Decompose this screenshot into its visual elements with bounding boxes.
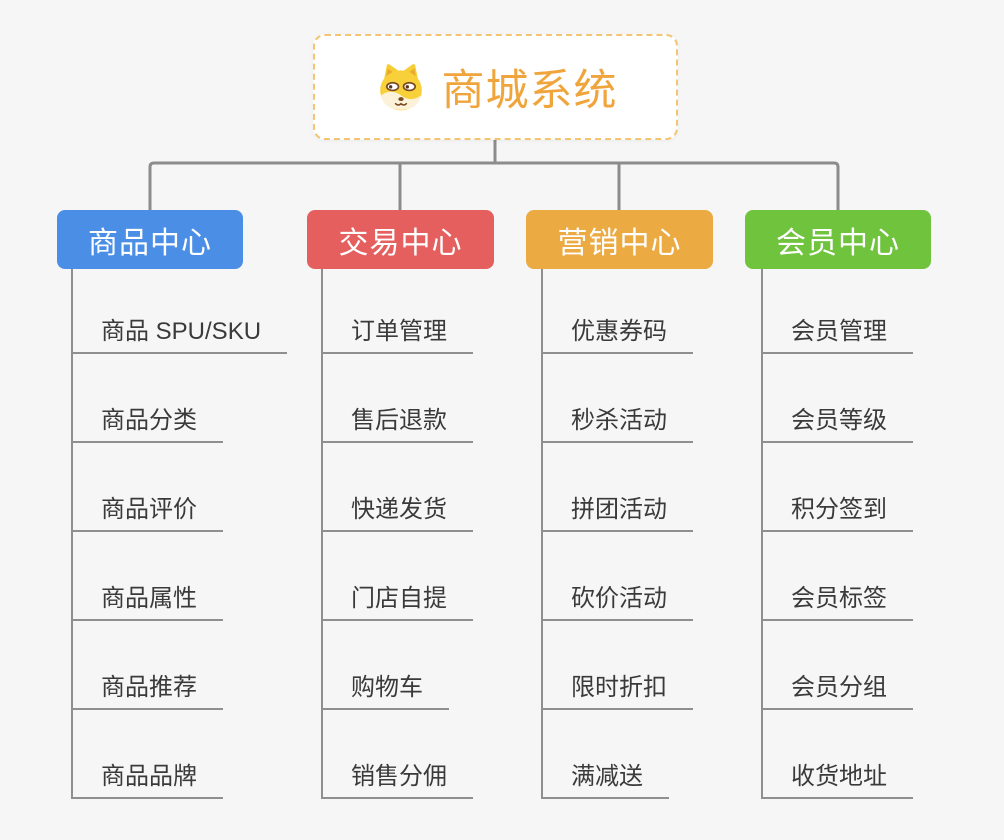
node-item[interactable]: 秒杀活动 [543, 407, 693, 443]
branch-member-children: 会员管理 会员等级 积分签到 会员标签 会员分组 收货地址 [761, 269, 913, 799]
node-item[interactable]: 商品 SPU/SKU [73, 318, 288, 354]
node-item[interactable]: 限时折扣 [543, 674, 693, 710]
node-item[interactable]: 商品品牌 [73, 763, 223, 799]
node-item[interactable]: 销售分佣 [323, 763, 473, 799]
branch-trade-center[interactable]: 交易中心 [307, 210, 494, 269]
branch-label: 会员中心 [776, 226, 900, 260]
branch-trade-children: 订单管理 售后退款 快递发货 门店自提 购物车 销售分佣 [321, 269, 473, 799]
root-node[interactable]: 商城系统 [313, 34, 678, 140]
node-item[interactable]: 门店自提 [323, 585, 473, 621]
node-item[interactable]: 收货地址 [763, 763, 913, 799]
node-item[interactable]: 拼团活动 [543, 496, 693, 532]
node-item[interactable]: 积分签到 [763, 496, 913, 532]
branch-marketing-children: 优惠券码 秒杀活动 拼团活动 砍价活动 限时折扣 满减送 [541, 269, 693, 799]
node-item[interactable]: 商品属性 [73, 585, 223, 621]
branch-product-center[interactable]: 商品中心 [57, 210, 243, 269]
dog-icon [379, 64, 422, 111]
node-item[interactable]: 优惠券码 [543, 318, 693, 354]
node-item[interactable]: 满减送 [543, 763, 669, 799]
branch-label: 商品中心 [88, 226, 212, 260]
branch-member-center[interactable]: 会员中心 [745, 210, 931, 269]
node-item[interactable]: 会员等级 [763, 407, 913, 443]
branch-label: 交易中心 [338, 226, 463, 260]
node-item[interactable]: 售后退款 [323, 407, 473, 443]
node-item[interactable]: 购物车 [323, 674, 449, 710]
node-item[interactable]: 商品分类 [73, 407, 223, 443]
branch-label: 营销中心 [557, 226, 682, 260]
node-item[interactable]: 快递发货 [323, 496, 473, 532]
node-item[interactable]: 会员分组 [763, 674, 913, 710]
node-item[interactable]: 商品评价 [73, 496, 223, 532]
node-item[interactable]: 商品推荐 [73, 674, 223, 710]
node-item[interactable]: 砍价活动 [543, 585, 693, 621]
root-title: 商城系统 [441, 67, 618, 115]
branch-product-children: 商品 SPU/SKU 商品分类 商品评价 商品属性 商品推荐 商品品牌 [71, 269, 288, 799]
branch-marketing-center[interactable]: 营销中心 [526, 210, 713, 269]
node-item[interactable]: 会员标签 [763, 585, 913, 621]
node-item[interactable]: 会员管理 [763, 318, 913, 354]
node-item[interactable]: 订单管理 [323, 318, 473, 354]
branch-rail-line [148, 161, 840, 211]
